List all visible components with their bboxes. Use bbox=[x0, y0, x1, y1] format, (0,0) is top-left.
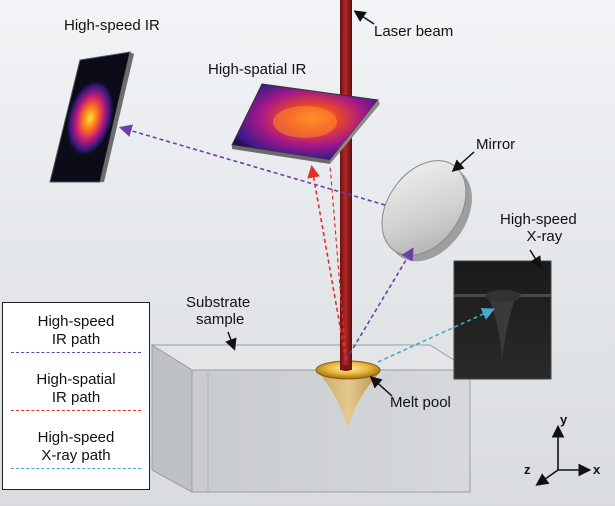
high-spatial-ir-image bbox=[231, 83, 380, 164]
label-high-speed-ir: High-speed IR bbox=[64, 17, 160, 34]
legend-xray-line2: X-ray path bbox=[41, 447, 111, 464]
substrate-block bbox=[150, 344, 472, 493]
axis-label-y: y bbox=[560, 412, 568, 427]
legend-line-ir-speed bbox=[11, 352, 141, 353]
label-high-spatial-ir: High-spatial IR bbox=[208, 61, 307, 78]
axis-label-x: x bbox=[593, 462, 601, 477]
legend-ir-speed-line2: IR path bbox=[51, 331, 101, 348]
legend-xray-line1: High-speed bbox=[37, 429, 115, 446]
legend-line-xray bbox=[11, 468, 141, 469]
legend-ir-spatial-line2: IR path bbox=[51, 389, 101, 406]
laser-beam-pointer bbox=[353, 10, 375, 25]
legend-ir-spatial-line1: High-spatial bbox=[36, 371, 116, 388]
ir-spatial-path bbox=[307, 164, 347, 361]
legend-item-ir-speed: High-speed IR path bbox=[3, 313, 149, 349]
label-high-speed-xray-line1: High-speed bbox=[500, 211, 577, 228]
mirror-object bbox=[381, 160, 472, 262]
ir-spatial-path-2 bbox=[329, 164, 347, 361]
legend-box: High-speed IR path High-spatial IR path … bbox=[2, 302, 150, 490]
ir-speed-path-to-mirror bbox=[345, 247, 414, 361]
label-mirror: Mirror bbox=[476, 136, 516, 153]
ir-speed-path-to-camera bbox=[118, 124, 386, 206]
mirror-pointer bbox=[451, 151, 475, 173]
legend-ir-speed-line1: High-speed bbox=[37, 313, 115, 330]
label-substrate-line2: sample bbox=[196, 311, 245, 328]
laser-beam bbox=[340, 0, 352, 371]
axis-triad bbox=[535, 424, 592, 486]
legend-item-xray: High-speed X-ray path bbox=[3, 429, 149, 465]
label-high-speed-xray: High-speed X-ray bbox=[500, 211, 577, 245]
legend-item-ir-spatial: High-spatial IR path bbox=[3, 371, 149, 407]
melt-pool-cone bbox=[318, 372, 380, 428]
label-substrate-sample: Substrate sample bbox=[186, 294, 250, 328]
axis-label-z: z bbox=[524, 462, 531, 477]
label-substrate-line1: Substrate bbox=[186, 294, 251, 311]
label-laser-beam: Laser beam bbox=[374, 23, 454, 40]
label-high-speed-xray-line2: X-ray bbox=[526, 228, 563, 245]
label-melt-pool: Melt pool bbox=[390, 394, 451, 411]
high-speed-ir-image bbox=[49, 51, 134, 183]
melt-pool-pointer bbox=[369, 375, 393, 397]
legend-line-ir-spatial bbox=[11, 410, 141, 411]
substrate-pointer bbox=[225, 331, 237, 351]
xray-pointer bbox=[529, 249, 542, 269]
